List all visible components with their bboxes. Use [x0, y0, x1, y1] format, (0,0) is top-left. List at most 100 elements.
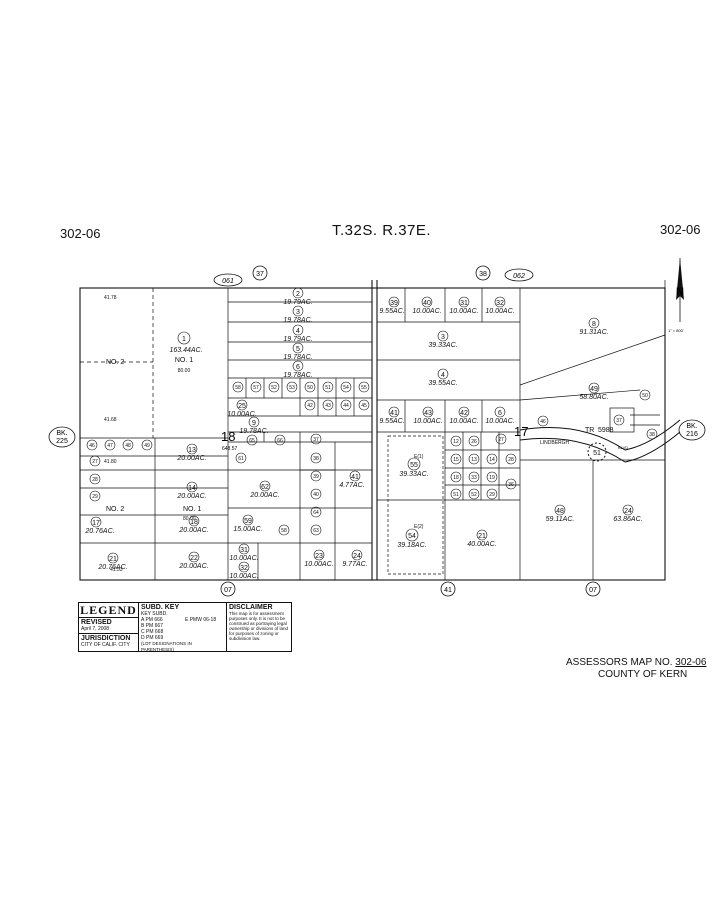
svg-text:E(2): E(2): [414, 524, 424, 530]
svg-text:54: 54: [343, 385, 349, 391]
svg-text:48: 48: [556, 508, 564, 515]
parcel-6-right: 610.00AC.: [485, 406, 515, 425]
svg-text:42: 42: [460, 410, 468, 417]
svg-text:20.76AC.: 20.76AC.: [97, 564, 127, 571]
book-references: BK. 225 BK. 216: [48, 419, 706, 448]
svg-text:10.00AC.: 10.00AC.: [304, 561, 333, 568]
svg-text:18: 18: [190, 519, 198, 526]
lot-designation-note: (LOT DESIGNATIONS IN PARENTHESIS): [141, 641, 192, 652]
svg-text:39.33AC.: 39.33AC.: [428, 342, 457, 349]
map-scale: 1" = 800': [668, 328, 684, 333]
svg-text:10.00AC.: 10.00AC.: [413, 418, 442, 425]
bottom-ref-07-left: 07: [224, 587, 232, 594]
svg-text:15: 15: [453, 457, 459, 463]
svg-text:10.00AC.: 10.00AC.: [485, 418, 514, 425]
svg-text:57: 57: [253, 385, 259, 391]
subd-key-b: B PM 667: [141, 623, 163, 629]
svg-text:163.44AC.: 163.44AC.: [169, 347, 202, 354]
svg-text:27: 27: [92, 459, 98, 465]
svg-text:46: 46: [540, 419, 546, 425]
svg-text:10.00AC.: 10.00AC.: [449, 308, 478, 315]
svg-text:19.78AC.: 19.78AC.: [283, 372, 312, 379]
svg-text:19.79AC.: 19.79AC.: [283, 299, 312, 306]
township-range-title: T.32S. R.37E.: [332, 222, 432, 239]
dimension-41-53: 41.53: [110, 567, 123, 573]
svg-text:32: 32: [240, 565, 248, 572]
svg-text:43: 43: [424, 410, 432, 417]
svg-text:19.78AC.: 19.78AC.: [283, 317, 312, 324]
svg-text:1: 1: [182, 336, 186, 343]
svg-text:20.00AC.: 20.00AC.: [178, 527, 208, 534]
bottom-ref-07-right: 07: [589, 587, 597, 594]
svg-text:10.00AC.: 10.00AC.: [229, 573, 258, 580]
tract-label: TR: [585, 427, 594, 434]
street-blvd: BLVD: [618, 445, 628, 450]
parcel-3-right: 339.33AC.: [428, 330, 458, 349]
svg-text:58.80AC.: 58.80AC.: [579, 394, 608, 401]
svg-text:9.55AC.: 9.55AC.: [379, 308, 404, 315]
legend-column-subd: SUBD. KEY KEY SUBD. A PM 666 B PM 667 C …: [139, 603, 227, 652]
parcel-8: 891.31AC.: [579, 317, 609, 336]
dimension-41-78: 41.78: [104, 295, 117, 301]
svg-text:28: 28: [508, 457, 514, 463]
svg-text:17: 17: [92, 520, 100, 527]
svg-text:51: 51: [593, 450, 601, 457]
svg-text:8: 8: [592, 321, 596, 328]
svg-text:6: 6: [296, 364, 300, 371]
parcel-2: 219.79AC.: [283, 287, 313, 306]
svg-text:40: 40: [423, 300, 431, 307]
svg-text:39.18AC.: 39.18AC.: [397, 542, 426, 549]
svg-text:4: 4: [296, 328, 300, 335]
legend-column-disclaimer: DISCLAIMER This map is for assessment pu…: [227, 603, 291, 651]
svg-text:38: 38: [649, 432, 655, 438]
svg-text:E(1): E(1): [414, 454, 424, 460]
parcel-lines: [80, 280, 681, 580]
svg-text:32: 32: [496, 300, 504, 307]
svg-text:10.00AC.: 10.00AC.: [449, 418, 478, 425]
subd-key-d: D PM 669: [141, 635, 164, 641]
parcel-6: 619.78AC.: [283, 360, 313, 379]
parcel-9: 919.78AC.: [239, 416, 269, 435]
svg-text:52: 52: [471, 492, 477, 498]
dimension-41-80: 41.80: [104, 459, 117, 465]
svg-text:31: 31: [460, 300, 468, 307]
svg-text:33: 33: [471, 475, 477, 481]
svg-text:37: 37: [313, 437, 319, 443]
parcel-4-right: 439.55AC.: [428, 368, 458, 387]
assessor-map-label-text: ASSESSORS MAP NO.: [566, 657, 673, 668]
svg-text:20.00AC.: 20.00AC.: [178, 563, 208, 570]
svg-text:24: 24: [353, 553, 361, 560]
page-number-left: 302-06: [60, 226, 101, 241]
svg-text:36: 36: [508, 482, 514, 488]
subd-key-e: E PMW 06-18: [185, 617, 217, 623]
north-arrow-icon: N 1" = 800': [668, 258, 684, 333]
svg-text:62: 62: [261, 484, 269, 491]
svg-text:63.86AC.: 63.86AC.: [613, 516, 642, 523]
svg-text:58: 58: [281, 528, 287, 534]
svg-text:37: 37: [616, 418, 622, 424]
svg-text:29: 29: [489, 492, 495, 498]
tract-number: 5988: [598, 427, 614, 434]
bottom-ref-41: 41: [444, 587, 452, 594]
no-2-label-a: NO. 2: [106, 359, 124, 366]
svg-text:39: 39: [390, 300, 398, 307]
bk-right-label: BK.: [686, 423, 697, 430]
svg-text:10.00AC.: 10.00AC.: [229, 555, 258, 562]
svg-text:53: 53: [289, 385, 295, 391]
subd-key-title: SUBD. KEY: [141, 604, 180, 611]
legend-column-main: LEGEND REVISED April 7, 2008 JURISDICTIO…: [79, 603, 139, 651]
svg-text:10.00AC.: 10.00AC.: [227, 411, 256, 418]
disclaimer-title: DISCLAIMER: [229, 604, 273, 611]
svg-text:38: 38: [313, 456, 319, 462]
svg-text:23: 23: [315, 553, 323, 560]
svg-text:5: 5: [296, 346, 300, 353]
parcel-39: 399.55AC.: [379, 296, 405, 315]
